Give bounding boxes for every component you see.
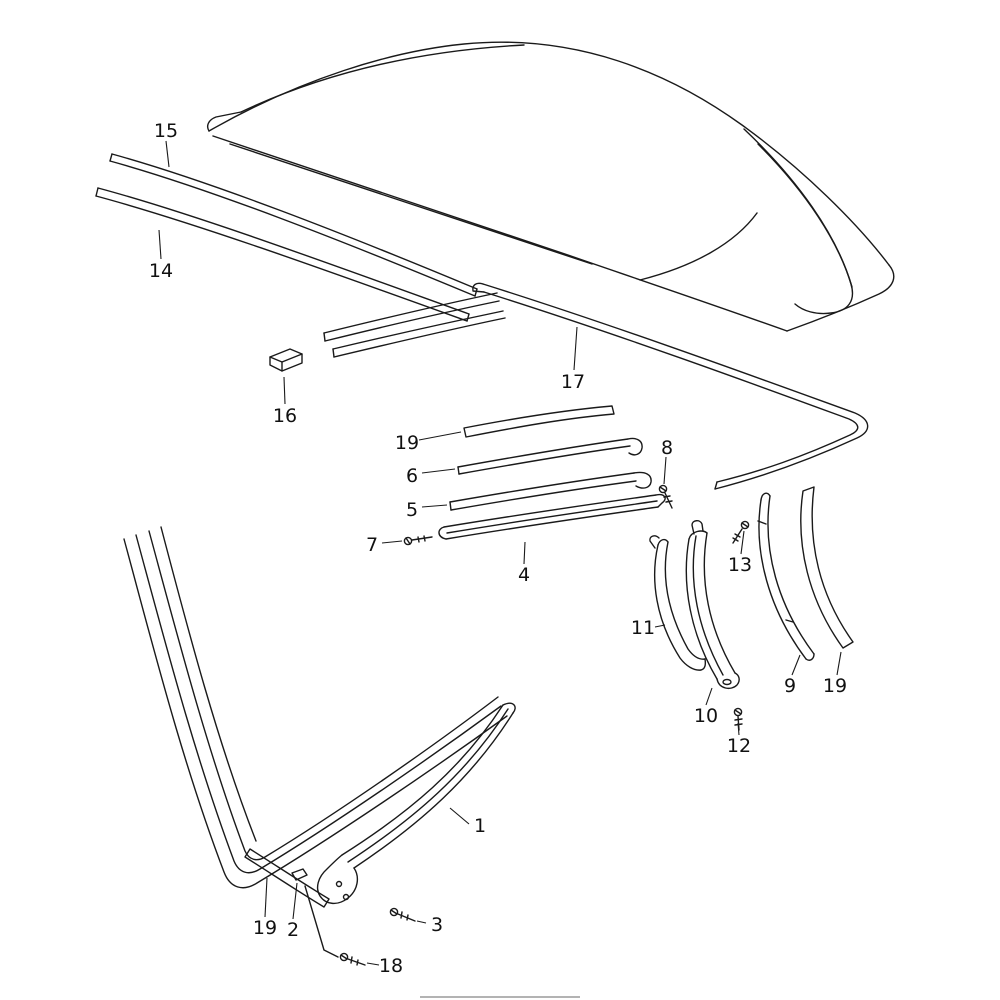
part-13-screw bbox=[732, 520, 750, 544]
windshield-frame-corner bbox=[123, 526, 508, 889]
front-bow-rails bbox=[323, 292, 506, 358]
convertible-top-drawing bbox=[207, 41, 895, 332]
part-labels: 15 14 16 17 19 6 5 7 4 8 13 11 10 9 19 1… bbox=[149, 120, 847, 977]
leader-13 bbox=[740, 530, 745, 555]
leader-16 bbox=[283, 376, 286, 405]
part-11-pillar-trim bbox=[649, 535, 707, 671]
part-3-screw bbox=[389, 907, 416, 922]
leader-2 bbox=[292, 882, 298, 920]
part-9-trim-strip bbox=[757, 492, 815, 661]
part-7-screw bbox=[403, 535, 433, 546]
leader-19-right bbox=[836, 651, 842, 676]
part-label-6: 6 bbox=[406, 465, 418, 487]
part-label-19-right: 19 bbox=[823, 675, 847, 697]
leader-19-bottom bbox=[264, 877, 268, 918]
part-8-screw bbox=[658, 484, 673, 509]
part-label-12: 12 bbox=[727, 735, 751, 757]
leader-12 bbox=[737, 722, 740, 736]
part-19-seal-tape-right bbox=[800, 486, 854, 649]
part-2-clip bbox=[291, 868, 308, 881]
leader-5 bbox=[421, 504, 448, 508]
part-4-rail bbox=[438, 493, 666, 540]
part-15-seal-strip bbox=[109, 153, 478, 297]
leader-10 bbox=[705, 687, 713, 706]
leader-6 bbox=[421, 468, 456, 474]
part-label-17: 17 bbox=[561, 371, 585, 393]
part-17-weatherstrip bbox=[472, 282, 869, 490]
part-label-9: 9 bbox=[784, 675, 796, 697]
part-19-seal-tape-bottom bbox=[244, 848, 330, 908]
part-label-14: 14 bbox=[149, 260, 173, 282]
leader-19-middle bbox=[418, 431, 462, 441]
part-label-5: 5 bbox=[406, 499, 418, 521]
part-label-3: 3 bbox=[431, 914, 443, 936]
part-18-screw bbox=[339, 952, 366, 966]
leader-14 bbox=[158, 229, 162, 260]
part-label-4: 4 bbox=[518, 564, 530, 586]
leader-1 bbox=[449, 807, 470, 825]
part-1-seal-rail bbox=[316, 702, 516, 905]
part-5-seal-strip bbox=[449, 471, 652, 511]
part-label-10: 10 bbox=[694, 705, 718, 727]
part-19-seal-tape-middle bbox=[463, 405, 615, 438]
assembly-line bbox=[304, 885, 339, 958]
leader-3 bbox=[416, 920, 427, 924]
part-label-11: 11 bbox=[631, 617, 655, 639]
part-label-8: 8 bbox=[661, 437, 673, 459]
leader-7 bbox=[381, 540, 403, 544]
part-16-clamp bbox=[269, 348, 303, 372]
part-10-pillar-trim bbox=[685, 520, 740, 690]
leader-11 bbox=[654, 624, 666, 628]
part-label-2: 2 bbox=[287, 919, 299, 941]
part-label-19-middle: 19 bbox=[395, 432, 419, 454]
part-label-13: 13 bbox=[728, 554, 752, 576]
leader-4 bbox=[523, 541, 526, 565]
leader-17 bbox=[573, 326, 578, 371]
part-label-19-bottom: 19 bbox=[253, 917, 277, 939]
part-label-16: 16 bbox=[273, 405, 297, 427]
part-label-1: 1 bbox=[474, 815, 486, 837]
part-label-7: 7 bbox=[366, 534, 378, 556]
part-label-18: 18 bbox=[379, 955, 403, 977]
part-label-15: 15 bbox=[154, 120, 178, 142]
leader-lines bbox=[158, 140, 842, 966]
leader-15 bbox=[165, 140, 170, 168]
leader-9 bbox=[791, 654, 801, 676]
part-14-seal-strip bbox=[95, 187, 470, 322]
leader-8 bbox=[663, 456, 667, 485]
part-6-seal-strip bbox=[457, 437, 643, 475]
leader-18 bbox=[366, 962, 380, 966]
